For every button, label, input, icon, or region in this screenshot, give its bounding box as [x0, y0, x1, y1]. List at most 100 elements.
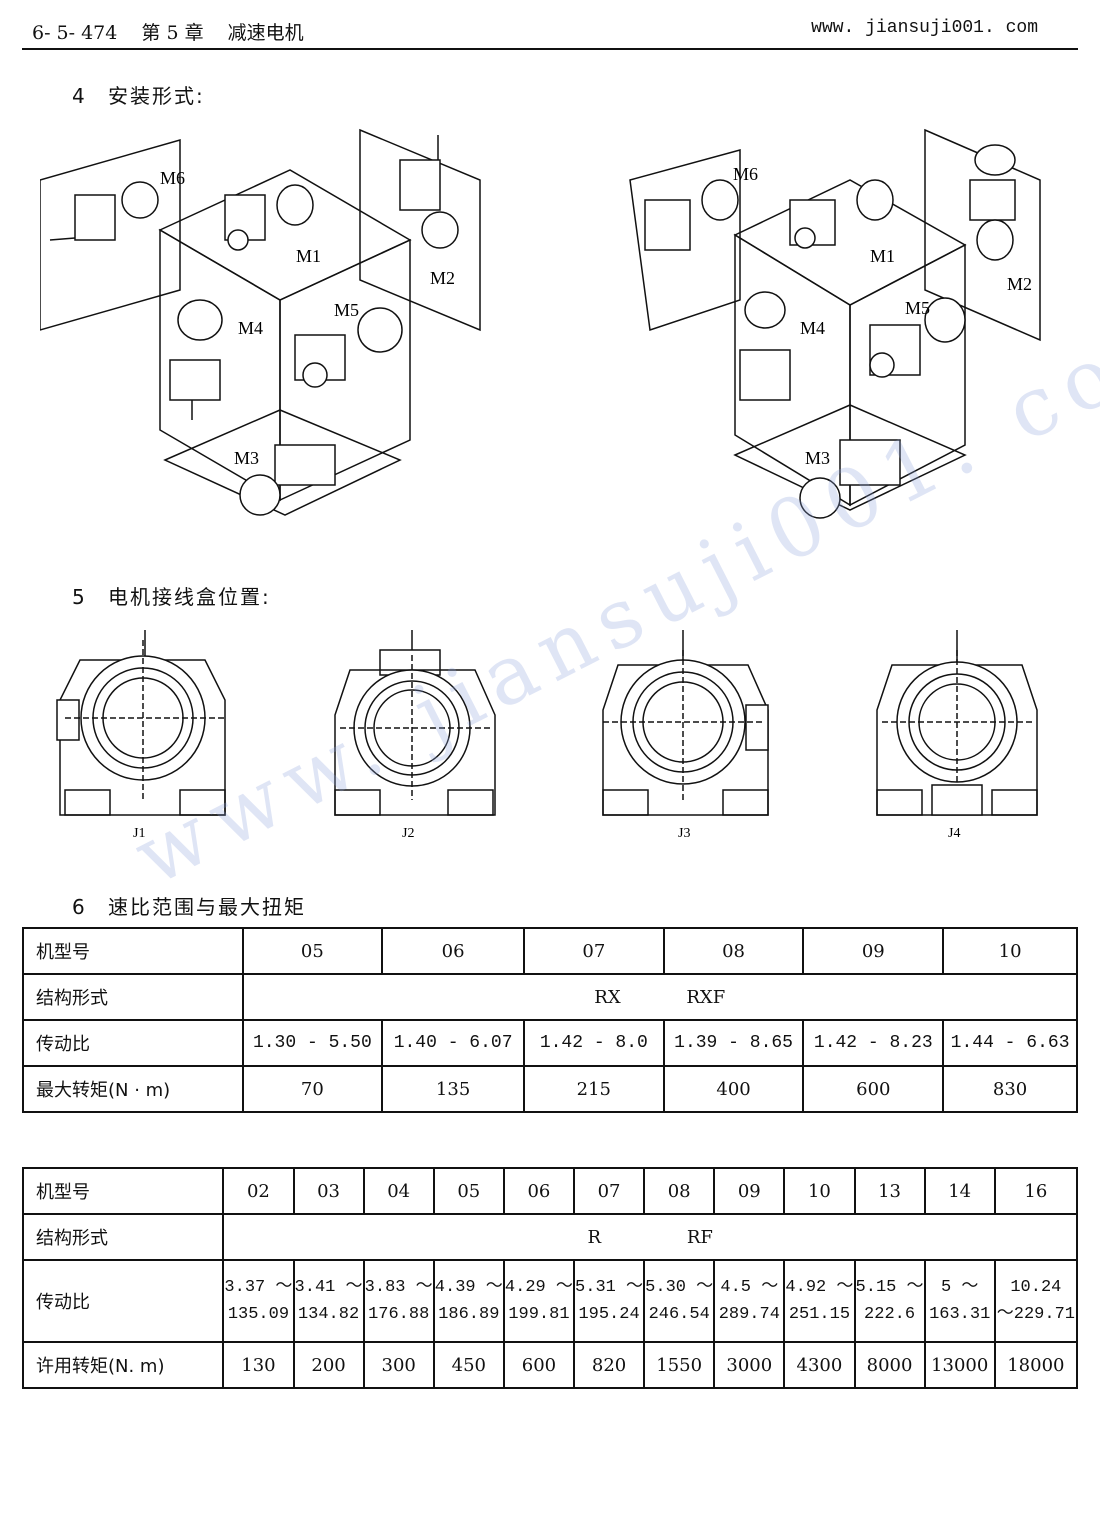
section-number: 5: [72, 585, 87, 609]
cell-torque: 4300: [783, 1341, 856, 1389]
section-number: 4: [72, 84, 87, 108]
section-heading: 电机接线盒位置:: [108, 585, 271, 609]
cell-torque: 70: [241, 1065, 384, 1113]
cell-model: 02: [222, 1167, 295, 1215]
ratio-min: 4.92 ～: [785, 1278, 854, 1297]
ratio-max: 289.74: [718, 1305, 780, 1324]
cell-ratio: 5.15 ～ 222.6: [853, 1259, 926, 1343]
ratio-max: 195.24: [578, 1305, 640, 1324]
cell-model: 05: [241, 927, 384, 975]
table-row-torque: 最大转矩(N · m) 70 135 215 400 600 830: [22, 1065, 1078, 1113]
structure-rf: RF: [686, 1226, 713, 1248]
cell-ratio: 1.44 - 6.63: [942, 1019, 1078, 1067]
cell-torque: 135: [381, 1065, 525, 1113]
table-row-model: 机型号 02 03 04 05 06 07 08 09 10 13 14 16: [21, 1167, 1079, 1215]
cell-ratio: 4.5 ～289.74: [713, 1259, 786, 1343]
label-m4: M4: [238, 318, 263, 338]
cell-ratio-label: 传动比: [22, 1019, 244, 1067]
ratio-max: 222.6: [864, 1305, 916, 1324]
cell-model: 09: [713, 1167, 786, 1215]
cell-ratio: 5.30 ～ 246.54: [643, 1259, 716, 1343]
cell-torque: 13000: [923, 1341, 996, 1389]
ratio-min: 3.41 ～: [294, 1278, 363, 1297]
section-title-ratio-torque: 6 速比范围与最大扭矩: [72, 891, 306, 920]
ratio-min: 3.37 ～: [224, 1278, 293, 1297]
structure-rx: RX: [594, 986, 621, 1008]
cell-torque: 130: [222, 1341, 295, 1389]
label-j1: J1: [133, 826, 145, 840]
cell-torque: 600: [502, 1341, 576, 1389]
table-row-ratio: 传动比 1.30 - 5.50 1.40 - 6.07 1.42 - 8.0 1…: [22, 1019, 1078, 1067]
cell-model: 03: [292, 1167, 365, 1215]
cell-model: 04: [362, 1167, 435, 1215]
ratio-min: 5.15 ～: [855, 1278, 924, 1297]
cell-torque-label: 最大转矩(N · m): [22, 1065, 244, 1113]
ratio-min: 5 ～: [940, 1278, 979, 1297]
cell-structure-label: 结构形式: [21, 1213, 225, 1261]
cell-model-label: 机型号: [21, 1167, 225, 1215]
table-row-model: 机型号 05 06 07 08 09 10: [22, 927, 1078, 975]
cell-ratio: 3.41 ～134.82: [292, 1259, 365, 1343]
label-m6: M6: [160, 168, 185, 188]
cell-torque: 18000: [993, 1341, 1079, 1389]
junction-box-j3: J3: [602, 630, 769, 840]
cell-torque: 830: [942, 1065, 1078, 1113]
label-m2: M2: [430, 268, 455, 288]
section-number: 6: [72, 895, 87, 919]
structure-r: R: [587, 1226, 602, 1248]
cell-model: 05: [432, 1167, 505, 1215]
website-url: www. jiansuji001. com: [811, 18, 1038, 38]
ratio-max: 176.88: [368, 1305, 430, 1324]
ratio-max: 135.09: [227, 1305, 290, 1324]
ratio-max: ～229.71: [996, 1305, 1075, 1324]
label-m1: M1: [870, 246, 895, 266]
cell-model: 13: [853, 1167, 926, 1215]
cell-torque: 1550: [643, 1341, 716, 1389]
ratio-min: 10.24: [1010, 1278, 1062, 1297]
label-m5: M5: [905, 298, 930, 318]
label-m3: M3: [805, 448, 830, 468]
label-m6: M6: [733, 164, 758, 184]
cell-ratio: 5 ～ 163.31: [923, 1259, 996, 1343]
table-row-structure: 结构形式 RX RXF: [22, 973, 1078, 1021]
cell-model: 07: [522, 927, 665, 975]
cell-ratio: 1.40 - 6.07: [381, 1019, 525, 1067]
cell-ratio: 4.29 ～199.81: [502, 1259, 576, 1343]
cell-ratio: 3.37 ～ 135.09: [222, 1259, 295, 1343]
junction-box-j2: J2: [334, 630, 496, 840]
cell-torque-label: 许用转矩(N. m): [21, 1341, 225, 1389]
cell-structure: RX RXF: [241, 973, 1078, 1021]
section-heading: 安装形式:: [108, 84, 205, 108]
table-rx-series: 机型号 05 06 07 08 09 10 结构形式 RX RXF 传动比 1.…: [22, 927, 1078, 1113]
cell-ratio: 1.42 - 8.23: [802, 1019, 945, 1067]
cell-torque: 3000: [713, 1341, 786, 1389]
cell-model: 08: [662, 927, 805, 975]
label-m1: M1: [296, 246, 321, 266]
header-left: 6- 5- 474 第 5 章 减速电机: [32, 18, 322, 45]
cell-model: 07: [572, 1167, 646, 1215]
chapter-title: 减速电机: [227, 22, 304, 44]
cell-torque: 200: [292, 1341, 365, 1389]
page-header: 6- 5- 474 第 5 章 减速电机 www. jiansuji001. c…: [22, 14, 1078, 50]
ratio-max: 163.31: [929, 1305, 991, 1324]
ratio-min: 5.31 ～: [575, 1278, 644, 1297]
label-m3: M3: [234, 448, 259, 468]
section-heading: 速比范围与最大扭矩: [108, 895, 306, 919]
ratio-min: 4.39 ～: [434, 1278, 503, 1297]
ratio-max: 246.54: [648, 1305, 710, 1324]
label-j3: J3: [678, 826, 690, 840]
cell-structure-label: 结构形式: [22, 973, 244, 1021]
cell-torque: 600: [802, 1065, 945, 1113]
label-m5: M5: [334, 300, 359, 320]
label-j2: J2: [402, 826, 414, 840]
cell-torque: 820: [572, 1341, 646, 1389]
page-number: 6- 5- 474: [32, 22, 118, 44]
cell-ratio: 4.39 ～186.89: [432, 1259, 505, 1343]
cell-structure: R RF: [222, 1213, 1078, 1261]
mounting-diagram-right: M6 M1 M2 M4 M5 M3: [629, 128, 1041, 519]
cell-ratio-label: 传动比: [21, 1259, 225, 1343]
ratio-min: 5.30 ～: [645, 1278, 714, 1297]
cell-model: 14: [923, 1167, 996, 1215]
section-title-junction-box: 5 电机接线盒位置:: [72, 581, 271, 610]
cell-torque: 450: [432, 1341, 505, 1389]
